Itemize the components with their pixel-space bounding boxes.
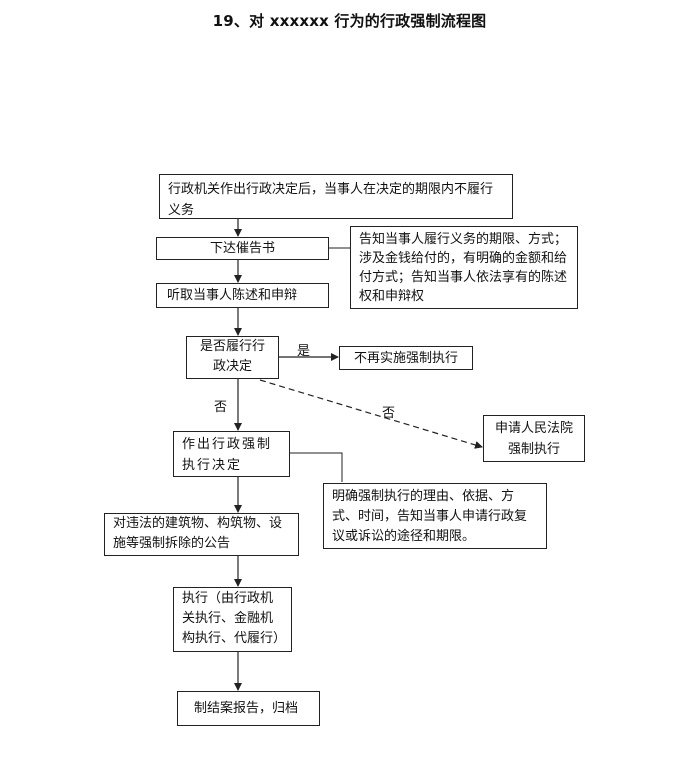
notice-note-box: 告知当事人履行义务的期限、方式；涉及金钱给付的，有明确的金额和给付方式；告知当事… (350, 226, 578, 309)
archive-box: 制结案报告，归档 (177, 691, 320, 726)
start-box: 行政机关作出行政决定后，当事人在决定的期限内不履行义务 (159, 174, 513, 219)
demolish-notice-box: 对违法的建筑物、构筑物、设施等强制拆除的公告 (104, 513, 299, 556)
make-decision-box: 作出行政强制执行决定 (173, 431, 290, 477)
demolish-notice-text: 对违法的建筑物、构筑物、设施等强制拆除的公告 (113, 516, 283, 551)
connector-decision-note (290, 452, 343, 482)
make-decision-text: 作出行政强制执行决定 (182, 437, 273, 473)
archive-text: 制结案报告，归档 (194, 701, 299, 716)
yes-label: 是 (297, 344, 311, 359)
notice-note-text: 告知当事人履行义务的期限、方式；涉及金钱给付的，有明确的金额和给付方式；告知当事… (359, 232, 568, 304)
start-text: 行政机关作出行政决定后，当事人在决定的期限内不履行义务 (168, 182, 494, 218)
execute-text: 执行（由行政机关执行、金融机构执行、代履行） (182, 591, 287, 646)
decision-note-text: 明确强制执行的理由、依据、方式、时间，告知当事人申请行政复议或诉讼的途径和期限。 (332, 489, 528, 544)
no-enforce-text: 不再实施强制执行 (353, 351, 458, 366)
no-enforce-box: 不再实施强制执行 (339, 346, 473, 370)
court-text: 申请人民法院强制执行 (494, 421, 573, 457)
arrow-no-court (259, 379, 483, 449)
notice-box: 下达催告书 (156, 237, 329, 260)
court-box: 申请人民法院强制执行 (483, 415, 585, 462)
no-label-diagonal: 否 (382, 406, 396, 421)
notice-text: 下达催告书 (209, 241, 275, 256)
page-title: 19、对 xxxxxx 行为的行政强制流程图 (212, 12, 487, 30)
no-label-down: 否 (214, 400, 228, 415)
decision-note-box: 明确强制执行的理由、依据、方式、时间，告知当事人申请行政复议或诉讼的途径和期限。 (323, 483, 547, 549)
decision-check-box: 是否履行行政决定 (186, 336, 279, 379)
execute-box: 执行（由行政机关执行、金融机构执行、代履行） (173, 587, 292, 652)
hearing-text: 听取当事人陈述和申辩 (167, 288, 298, 303)
hearing-box: 听取当事人陈述和申辩 (156, 283, 329, 308)
decision-check-text: 是否履行行政决定 (199, 339, 265, 374)
